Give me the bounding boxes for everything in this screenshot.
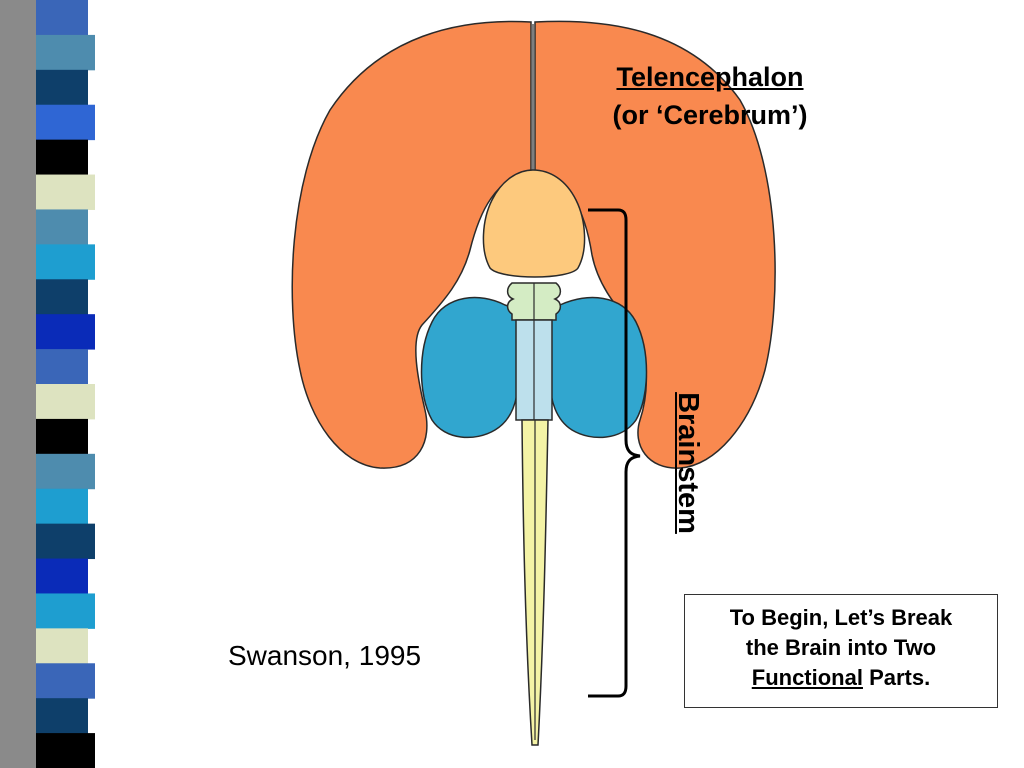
left-cerebral-hemisphere: [291, 20, 532, 469]
telencephalon-label: Telencephalon (or ‘Cerebrum’): [560, 58, 860, 134]
citation: Swanson, 1995: [228, 640, 422, 671]
decorative-stripe: [0, 0, 120, 768]
note-line-3-rest: Parts.: [862, 665, 931, 690]
stripe-blocks: [36, 0, 95, 768]
stripe-block: [36, 523, 95, 560]
stripe-block: [36, 314, 95, 350]
note-emphasis: Functional: [751, 665, 863, 690]
stripe-block: [36, 34, 95, 71]
stripe-block: [36, 698, 88, 734]
stripe-block: [36, 558, 88, 594]
right-cerebellum: [549, 296, 648, 439]
stripe-block: [36, 384, 95, 420]
note-line-2: the Brain into Two: [745, 635, 937, 660]
stripe-shadow: [0, 0, 36, 768]
stripe-block: [36, 209, 88, 245]
diencephalon: [482, 169, 586, 278]
brainstem-label: Brainstem: [672, 392, 704, 534]
stripe-block: [36, 453, 95, 490]
stripe-block: [36, 733, 95, 768]
stripe-block: [36, 69, 88, 106]
stripe-block: [36, 244, 95, 280]
stripe-block: [36, 0, 88, 36]
brainstem-bracket: [588, 208, 641, 698]
stripe-block: [36, 139, 88, 176]
stripe-block: [36, 488, 88, 525]
stripe-block: [36, 279, 88, 315]
telencephalon-title: Telencephalon: [616, 62, 804, 92]
stripe-block: [36, 593, 95, 629]
stripe-block: [36, 418, 88, 455]
stripe-block: [36, 663, 95, 699]
note-box: To Begin, Let’s Break the Brain into Two…: [684, 594, 998, 708]
stripe-block: [36, 174, 95, 210]
stripe-block: [36, 349, 88, 385]
telencephalon-subtitle: (or ‘Cerebrum’): [612, 100, 808, 130]
note-line-1: To Begin, Let’s Break: [729, 605, 953, 630]
stripe-block: [36, 628, 88, 664]
note-line-3: Functional Parts.: [685, 663, 997, 693]
left-cerebellum: [420, 296, 519, 439]
right-cerebral-hemisphere: [534, 20, 776, 469]
stripe-block: [36, 104, 95, 141]
